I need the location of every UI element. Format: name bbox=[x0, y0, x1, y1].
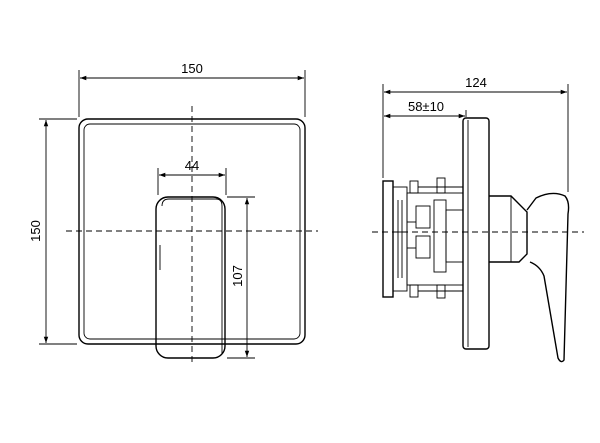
height-dimension-label: 150 bbox=[28, 220, 43, 242]
handle-width-dimension-label: 44 bbox=[185, 158, 199, 173]
side-lever bbox=[489, 192, 570, 363]
lever-handle-inner bbox=[161, 198, 223, 354]
side-view: 124 58±10 bbox=[372, 75, 584, 363]
install-depth-dimension-label: 58±10 bbox=[408, 99, 444, 114]
depth-dimension-label: 124 bbox=[465, 75, 487, 90]
valve-body bbox=[382, 177, 464, 299]
width-dimension-label: 150 bbox=[181, 61, 203, 76]
front-view: 150 150 44 107 bbox=[28, 61, 318, 362]
lever-handle bbox=[155, 196, 226, 359]
side-cover-plate bbox=[462, 117, 490, 350]
handle-height-dimension-label: 107 bbox=[230, 265, 245, 287]
